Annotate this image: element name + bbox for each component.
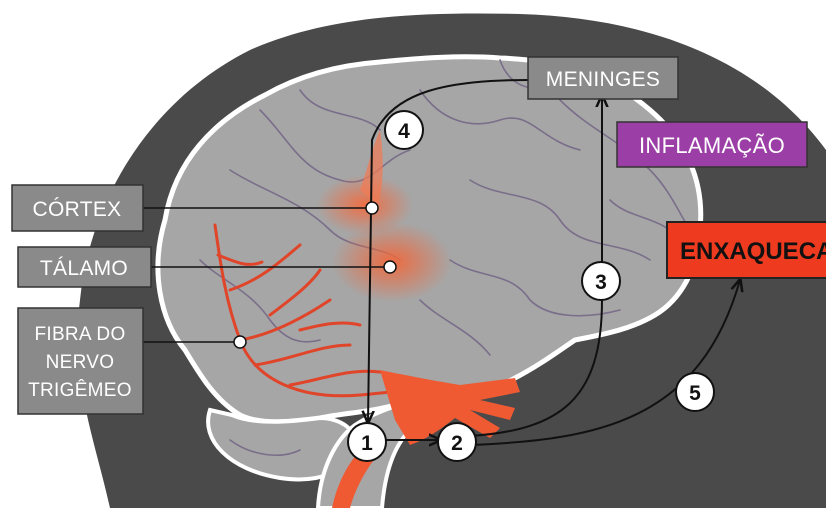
step-number: 2 [451, 432, 463, 455]
step-number: 4 [398, 120, 410, 143]
fibra-label-line2: NERVO [46, 352, 115, 373]
cortex-label: CÓRTEX [33, 198, 122, 221]
inflamacao-label-box: INFLAMAÇÃO [617, 122, 807, 167]
inflamacao-label: INFLAMAÇÃO [639, 133, 785, 158]
step-number: 5 [689, 382, 701, 405]
step-badge-3: 3 [582, 262, 620, 300]
enxaqueca-label-box: ENXAQUECA [667, 222, 826, 278]
nerve-node [234, 336, 246, 348]
meninges-label-box: MENINGES [528, 57, 678, 99]
step-badge-5: 5 [676, 373, 714, 411]
cortex-label-box: CÓRTEX [12, 185, 143, 231]
talamo-label: TÁLAMO [40, 257, 128, 280]
fibra-label-line1: FIBRA DO [34, 324, 125, 345]
thalamus-node [384, 261, 396, 273]
fibra-label-line3: TRIGÊMEO [28, 379, 132, 401]
step-badge-4: 4 [385, 111, 423, 149]
enxaqueca-label: ENXAQUECA [680, 238, 826, 265]
cortex-node [366, 202, 378, 214]
talamo-label-box: TÁLAMO [18, 247, 151, 287]
step-number: 1 [361, 432, 373, 455]
step-number: 3 [595, 271, 607, 294]
fibra-label-box: FIBRA DO NERVO TRIGÊMEO [18, 308, 143, 414]
step-badge-2: 2 [438, 423, 476, 461]
meninges-label: MENINGES [546, 68, 660, 91]
step-badge-1: 1 [348, 423, 386, 461]
